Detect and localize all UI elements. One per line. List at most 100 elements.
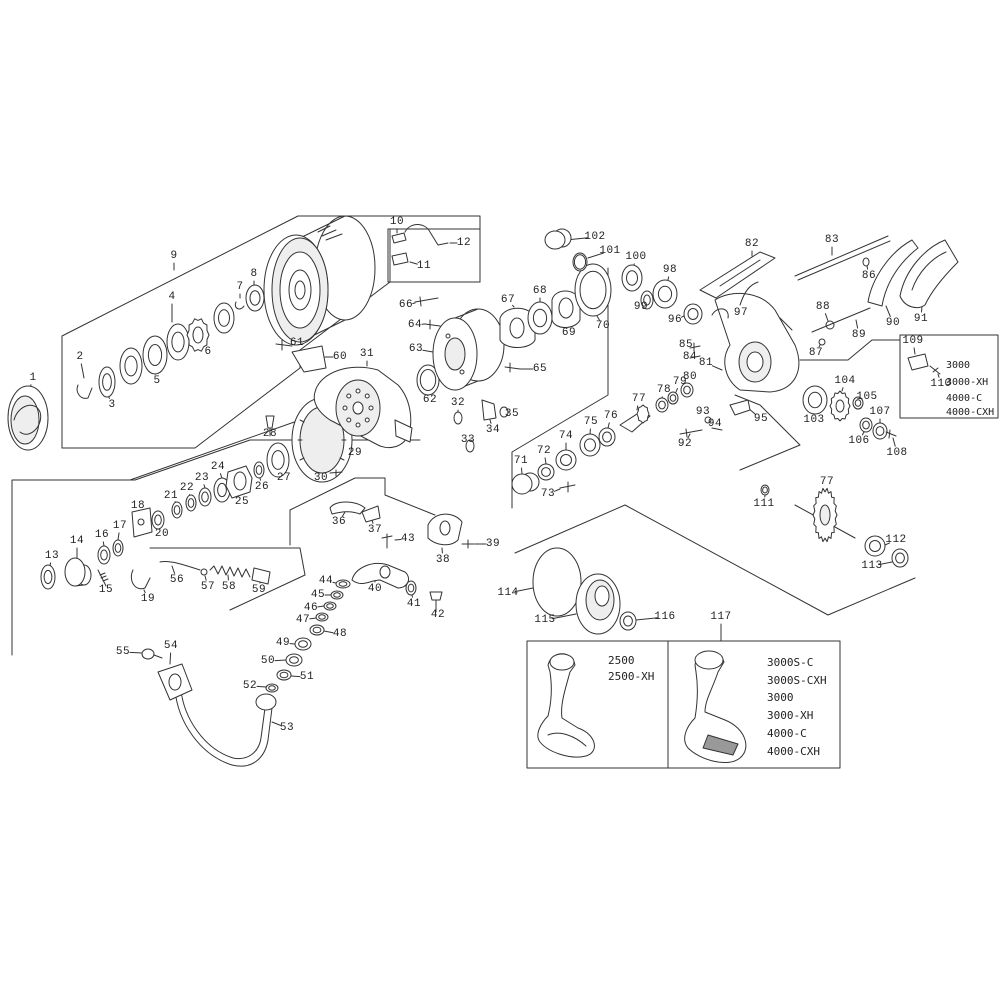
- ring-100-icon-hole: [626, 270, 638, 286]
- frames: [387, 228, 999, 769]
- collar-69-hole: [558, 297, 574, 319]
- bearing-112-icon-hole: [869, 540, 881, 552]
- leader-line-77: [636, 405, 639, 411]
- washer-21-icon-hole: [173, 505, 181, 515]
- part-label-92: 92: [678, 438, 692, 450]
- part-label-72: 72: [537, 445, 551, 457]
- part-label-82: 82: [745, 238, 759, 250]
- leader-line-56: [171, 565, 176, 574]
- part-label-77: 77: [632, 393, 646, 405]
- part-label-90: 90: [886, 317, 900, 329]
- leader-line-11: [409, 261, 418, 265]
- part-label-26: 26: [255, 481, 269, 493]
- nut-25-hole: [233, 471, 247, 491]
- part-label-43: 43: [401, 533, 415, 545]
- ring-62-icon-hole: [419, 369, 437, 391]
- handle-variant-right-line: 3000S-C: [767, 656, 813, 669]
- part-label-103: 103: [803, 414, 824, 426]
- part-label-13: 13: [45, 550, 59, 562]
- spring-97-icon: [711, 308, 729, 319]
- handle-knob-4000-grip: [702, 734, 739, 756]
- handle-knob-2500-icon: [537, 653, 595, 758]
- screw-43-icon: [381, 533, 393, 549]
- part-label-113: 113: [861, 560, 882, 572]
- part-label-5: 5: [153, 375, 160, 387]
- bracket-60-icon: [291, 345, 327, 373]
- handle-knob-4000-cap: [694, 650, 724, 670]
- part-label-27: 27: [277, 472, 291, 484]
- part-label-105: 105: [856, 391, 877, 403]
- part-label-42: 42: [431, 609, 445, 621]
- part-label-56: 56: [170, 574, 184, 586]
- part-label-17: 17: [113, 520, 127, 532]
- part-10-icon: [391, 232, 407, 244]
- leader-line-71: [521, 467, 523, 475]
- bail-holder-38-hole: [439, 520, 451, 536]
- washer-13-icon-hole: [43, 569, 53, 585]
- rotor-31-hole: [346, 393, 352, 399]
- drive-gear-group-outline: [514, 504, 916, 616]
- knob-14-icon: [64, 557, 86, 587]
- handle-knob-4000-icon: [684, 651, 747, 763]
- part-label-31: 31: [360, 348, 374, 360]
- part-label-10: 10: [390, 216, 404, 228]
- washer-27-icon-hole: [271, 450, 285, 470]
- rotor-31-hole: [368, 405, 374, 411]
- part-label-86: 86: [862, 270, 876, 282]
- part-label-87: 87: [809, 347, 823, 359]
- leader-line-113: [878, 561, 893, 566]
- part-label-52: 52: [243, 680, 257, 692]
- drag-knob-1-grip: [13, 404, 42, 435]
- cover-90-icon: [867, 239, 919, 307]
- washer-4a-icon-hole: [124, 355, 138, 377]
- rod-89-icon: [811, 307, 871, 333]
- washer-48-icon-hole: [312, 626, 322, 634]
- part-label-54: 54: [164, 640, 178, 652]
- clip-2-icon: [76, 384, 93, 399]
- bushing-71-icon: [511, 473, 533, 495]
- washer-23-icon-hole: [201, 491, 209, 503]
- part-label-81: 81: [699, 357, 713, 369]
- leader-line-48: [323, 630, 334, 634]
- washer-103-icon-hole: [807, 391, 823, 409]
- screw-28-icon: [265, 415, 275, 437]
- o-ring-114-icon: [532, 547, 582, 617]
- part-label-21: 21: [164, 490, 178, 502]
- rotor-31-arm-mount: [394, 419, 413, 443]
- handle-variant-right-line: 3000-XH: [767, 709, 813, 722]
- part-label-78: 78: [657, 384, 671, 396]
- part-label-101: 101: [599, 245, 620, 257]
- plate-18-hole: [137, 518, 145, 526]
- part-37-icon: [361, 505, 381, 523]
- part-label-28: 28: [263, 428, 277, 440]
- part-label-15: 15: [99, 584, 113, 596]
- part-label-6: 6: [204, 346, 211, 358]
- gear-104-hub: [835, 399, 845, 413]
- pin-94-icon: [711, 427, 723, 431]
- leader-line-116: [635, 617, 659, 621]
- part-label-2: 2: [76, 351, 83, 363]
- part-label-61: 61: [290, 337, 304, 349]
- part-label-75: 75: [584, 416, 598, 428]
- o-ring-101-icon-hole: [573, 254, 587, 270]
- part-label-109: 109: [902, 335, 923, 347]
- screw-73-icon: [559, 481, 576, 493]
- bearing-74-icon-hole: [560, 454, 572, 466]
- bracket-34-icon: [481, 399, 497, 421]
- washer-68-icon-hole: [532, 308, 548, 328]
- washer-106-icon-hole: [862, 420, 870, 430]
- leader-line-50: [274, 659, 287, 662]
- part-label-96: 96: [668, 314, 682, 326]
- handle-variant-right-line: 4000-C: [767, 727, 807, 740]
- bearing-80-icon-hole: [683, 385, 691, 395]
- bail-arm-36-icon: [329, 501, 366, 515]
- spring-58-icon: [209, 565, 251, 578]
- collar-33-icon: [465, 439, 475, 453]
- cap-86-icon: [862, 257, 870, 267]
- spool-clip-box: [387, 228, 481, 283]
- plate-95-icon: [729, 399, 751, 416]
- part-label-32: 32: [451, 397, 465, 409]
- leader-line-106: [861, 431, 865, 436]
- ball-93-icon: [704, 416, 712, 424]
